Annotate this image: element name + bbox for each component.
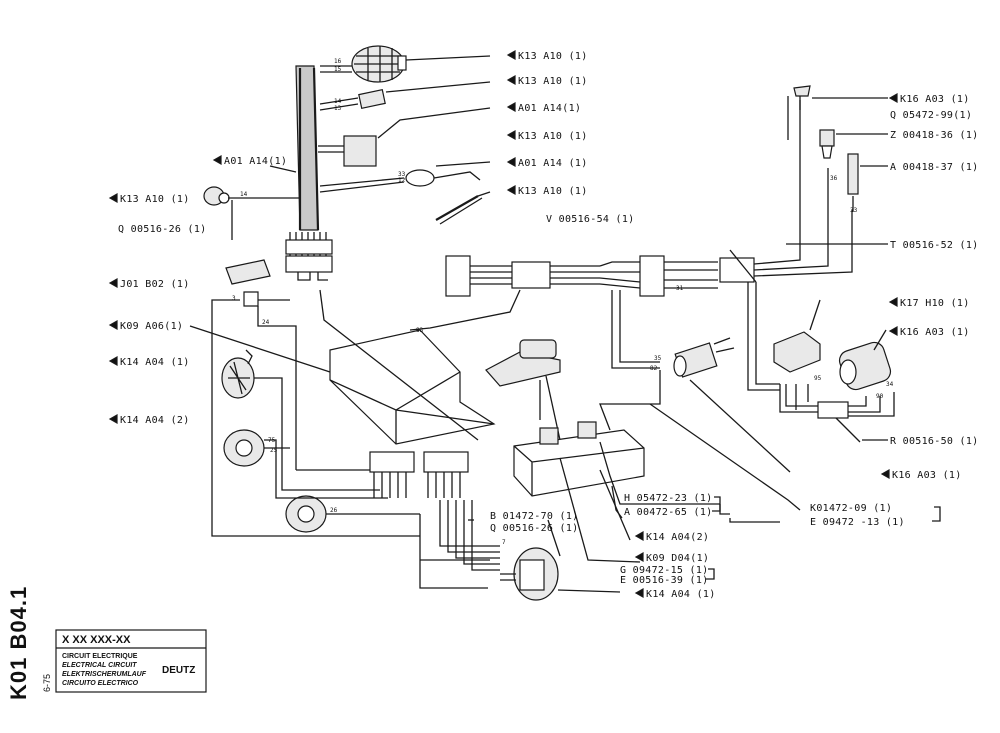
bonnet-cover xyxy=(329,329,496,445)
callout-label: K13 A10 (1) xyxy=(518,131,588,142)
lower-right-harness xyxy=(779,384,895,443)
callout-label: R 00516-50 (1) xyxy=(890,436,979,447)
callout-label: K01472-09 (1) xyxy=(810,503,892,514)
horn-icon xyxy=(221,349,283,470)
callout-label: Q 05472-99(1) xyxy=(890,110,972,121)
callout-label: A01 A14 (1) xyxy=(518,158,588,169)
callout-label: V 00516-54 (1) xyxy=(546,214,635,225)
wiper-switch-icon xyxy=(319,161,491,193)
svg-text:36: 36 xyxy=(830,175,838,182)
callout-label: J01 B02 (1) xyxy=(120,279,190,290)
callout-labels: A01 A14(1) K13 A10 (1) Q 00516-26 (1) J0… xyxy=(118,51,979,600)
svg-text:14: 14 xyxy=(334,98,342,105)
callout-label: A 00418-37 (1) xyxy=(890,162,979,173)
callout-label: G 09472-15 (1) xyxy=(620,565,709,576)
switch-sensor-icon xyxy=(819,129,835,159)
callout-label: K09 A06(1) xyxy=(120,321,183,332)
callout-label: K16 A03 (1) xyxy=(900,327,970,338)
callout-label: A 00472-65 (1) xyxy=(624,507,713,518)
relay-icon xyxy=(773,331,821,373)
svg-text:15: 15 xyxy=(334,66,342,73)
leader-lines xyxy=(189,97,888,557)
headlight-icon xyxy=(285,495,420,533)
svg-text:24: 24 xyxy=(262,319,270,326)
relay-box-icon xyxy=(318,107,491,167)
callout-label: K09 D04(1) xyxy=(646,553,709,564)
svg-text:34: 34 xyxy=(886,381,894,388)
headlight-icon xyxy=(223,429,290,476)
main-harness xyxy=(285,65,333,281)
callout-label: K17 H10 (1) xyxy=(900,298,970,309)
svg-text:33: 33 xyxy=(398,171,406,178)
callout-arrows xyxy=(108,49,941,599)
callout-label: T 00516-52 (1) xyxy=(890,240,979,251)
svg-text:82: 82 xyxy=(650,365,658,372)
svg-text:90: 90 xyxy=(876,393,884,400)
center-junction xyxy=(409,100,853,391)
callout-label: K16 A03 (1) xyxy=(900,94,970,105)
antenna-icon xyxy=(435,191,491,225)
callout-label: H 05472-23 (1) xyxy=(624,493,713,504)
callout-label: A01 A14(1) xyxy=(224,156,287,167)
title-fr: CIRCUIT ELECTRIQUE xyxy=(62,653,138,660)
lower-harness xyxy=(419,500,500,589)
battery-icon xyxy=(513,370,720,563)
revision-date: 6-75 xyxy=(42,674,52,692)
callout-label: K14 A04 (1) xyxy=(120,357,190,368)
callout-label: Z 00418-36 (1) xyxy=(890,130,979,141)
title-en: ELECTRICAL CIRCUIT xyxy=(62,662,137,669)
title-block: K01 B04.1 6-75 X XX XXX-XX CIRCUIT ELECT… xyxy=(6,586,207,700)
beacon-icon xyxy=(211,259,420,537)
alternator-icon xyxy=(838,341,892,391)
temperature-sender-icon xyxy=(847,153,859,212)
svg-text:16: 16 xyxy=(334,58,342,65)
callout-label: E 09472 -13 (1) xyxy=(810,517,905,528)
callout-label: K14 A04 (1) xyxy=(646,589,716,600)
svg-text:95: 95 xyxy=(814,375,822,382)
plug-socket-icon xyxy=(203,186,300,240)
svg-text:26: 26 xyxy=(330,507,338,514)
svg-text:25: 25 xyxy=(270,447,278,454)
part-number: X XX XXX-XX xyxy=(62,634,131,646)
brand-label: DEUTZ xyxy=(162,665,195,676)
callout-label: B 01472-70 (1) xyxy=(490,511,579,522)
callout-label: K13 A10 (1) xyxy=(518,76,588,87)
svg-text:83: 83 xyxy=(416,327,424,334)
callout-label: K14 A04 (2) xyxy=(120,415,190,426)
svg-text:33: 33 xyxy=(850,207,858,214)
callout-label: Q 00516-26 (1) xyxy=(118,224,207,235)
svg-text:14: 14 xyxy=(240,191,248,198)
ignition-switch-icon xyxy=(500,547,621,601)
wire-numbers: 16 15 14 13 33 14 12 24 3 75 25 26 7 35 … xyxy=(232,58,894,546)
svg-text:35: 35 xyxy=(654,355,662,362)
sensor-top-icon xyxy=(787,85,811,140)
indicator-lamp-icon xyxy=(319,81,491,111)
svg-text:7: 7 xyxy=(502,539,506,546)
callout-label: K13 A10 (1) xyxy=(518,51,588,62)
title-es: CIRCUITO ELECTRICO xyxy=(62,680,139,687)
work-lamp-icon xyxy=(320,45,491,83)
solenoid-icon xyxy=(485,339,561,441)
svg-text:13: 13 xyxy=(334,105,342,112)
callout-label: Q 00516-26 (1) xyxy=(490,523,579,534)
title-de: ELEKTRISCHERUMLAUF xyxy=(62,671,147,678)
callout-label: K14 A04(2) xyxy=(646,532,709,543)
svg-text:75: 75 xyxy=(268,437,276,444)
callout-label: A01 A14(1) xyxy=(518,103,581,114)
callout-label: K13 A10 (1) xyxy=(518,186,588,197)
top-devices xyxy=(269,45,491,225)
callout-label: K16 A03 (1) xyxy=(892,470,962,481)
svg-text:3: 3 xyxy=(232,295,236,302)
svg-text:12: 12 xyxy=(398,177,406,184)
fuse-box xyxy=(275,451,469,499)
callout-label: K13 A10 (1) xyxy=(120,194,190,205)
callout-label: E 00516-39 (1) xyxy=(620,575,709,586)
svg-text:31: 31 xyxy=(676,285,684,292)
sheet-code: K01 B04.1 xyxy=(6,586,31,700)
starter-motor-icon xyxy=(673,337,735,378)
